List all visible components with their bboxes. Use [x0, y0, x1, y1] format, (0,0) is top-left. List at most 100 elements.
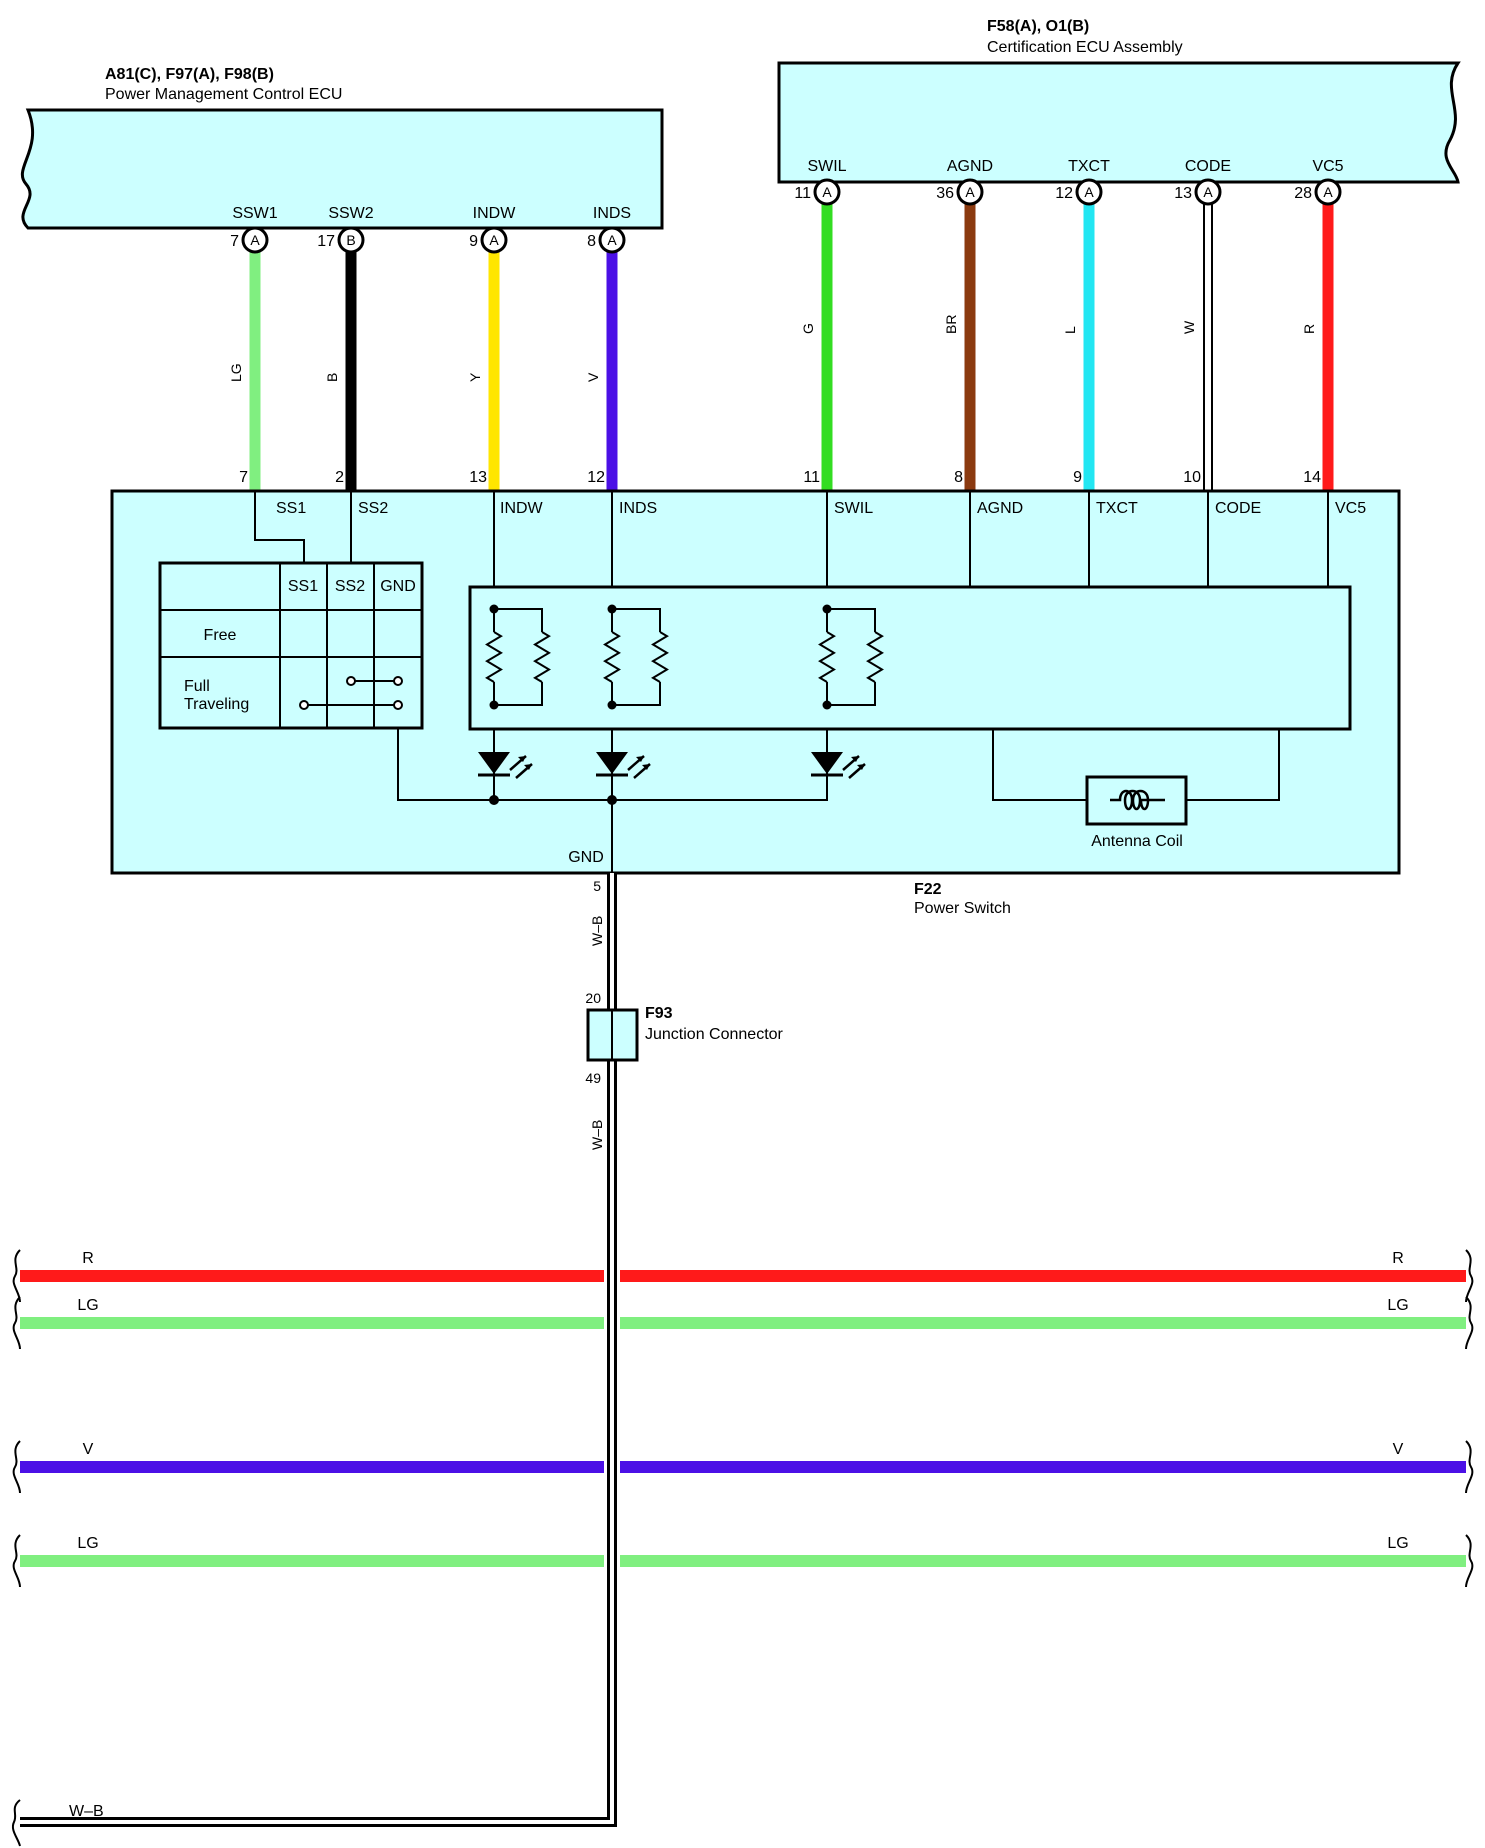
table-row-free: Free [204, 627, 237, 644]
ps-pin-inds: INDS [619, 500, 657, 517]
wire-code-label: R [1301, 324, 1317, 334]
connector-letter: A [965, 184, 975, 200]
pmc-pin-label-ssw1: SSW1 [232, 205, 277, 222]
led-icon [596, 729, 651, 800]
bus-wire-code-left: V [83, 1441, 94, 1458]
connector-pin-icon [337, 226, 365, 254]
antenna-loop [992, 729, 1280, 801]
junction-dot [607, 700, 617, 710]
break-mark-right [1465, 1296, 1474, 1350]
connector-pin-icon [1314, 178, 1342, 206]
connector-letter: A [1084, 184, 1094, 200]
ecu-pin-number: 28 [1294, 185, 1312, 202]
connector-pin-icon [241, 226, 269, 254]
cert-pin-label-txct: TXCT [1068, 158, 1110, 175]
cert-pin-label-agnd: AGND [947, 158, 993, 175]
ecu-pin-number: 7 [230, 233, 239, 250]
pmc-pin-label-inds: INDS [593, 205, 631, 222]
connector-pin-icon [956, 178, 984, 206]
cert-pin-label-swil: SWIL [807, 158, 846, 175]
resistor-groups [485, 604, 884, 710]
bus-wire-code-left: R [82, 1250, 94, 1267]
break-mark-right [1465, 1534, 1474, 1588]
connector-letter: B [346, 232, 355, 248]
resistor-link [494, 608, 543, 632]
resistor-icon [651, 631, 669, 683]
junction-connector: 20 49 F93 Junction Connector [585, 990, 783, 1086]
switch-pin-number: 13 [469, 469, 487, 486]
bus-wire-code-right: V [1393, 1441, 1404, 1458]
wire-code-label: B [324, 373, 340, 382]
ecu-pin-number: 13 [1174, 185, 1192, 202]
table-row-full: Full [184, 678, 210, 695]
resistor-icon [485, 631, 503, 683]
ecu-pin-number: 36 [936, 185, 954, 202]
power-switch: SS1 SS2 INDW INDS SWIL AGND TXCT CODE VC… [110, 489, 1401, 875]
wb-break-mark [11, 1799, 21, 1847]
wire-code-label: BR [943, 315, 959, 334]
switch-pin-number: 9 [1073, 469, 1082, 486]
wb-wire-code-lower: W–B [589, 1120, 605, 1150]
junction-dot [607, 604, 617, 614]
break-mark-left [12, 1534, 21, 1588]
ps-pin-indw: INDW [500, 500, 544, 517]
ground-wire-label: W–B [69, 1803, 104, 1820]
ps-pin-agnd: AGND [977, 500, 1023, 517]
junction-pin-in: 20 [585, 990, 601, 1006]
resistor-pair [485, 604, 551, 710]
table-header-ss1: SS1 [288, 578, 318, 595]
cert-pin-label-code: CODE [1185, 158, 1231, 175]
switch-pin-number: 2 [335, 469, 344, 486]
ecu-pin-number: 8 [587, 233, 596, 250]
resistor-link [612, 682, 661, 706]
cert-ecu: F58(A), O1(B) Certification ECU Assembly… [777, 18, 1461, 184]
ps-pin-txct: TXCT [1096, 500, 1138, 517]
connector-letter: A [822, 184, 832, 200]
connector-pin-icon [598, 226, 626, 254]
ps-pin-vc5: VC5 [1335, 500, 1366, 517]
switch-pin-number: 10 [1183, 469, 1201, 486]
ps-pin-code: CODE [1215, 500, 1261, 517]
wb-wire-code-upper: W–B [589, 916, 605, 946]
connector-pin-icon [813, 178, 841, 206]
connector-letter: A [1323, 184, 1333, 200]
bus-wire-code-left: LG [77, 1297, 98, 1314]
ecu-pin-number: 9 [469, 233, 478, 250]
resistor-icon [533, 631, 551, 683]
switch-pin-number: 12 [587, 469, 605, 486]
indicator-module-box [468, 585, 1352, 731]
wire-code-label: L [1062, 326, 1078, 334]
pmc-pin-label-ssw2: SSW2 [328, 205, 373, 222]
wire-code-label: G [800, 323, 816, 334]
junction-dot [822, 604, 832, 614]
bus-wire-code-left: LG [77, 1535, 98, 1552]
table-header-ss2: SS2 [335, 578, 365, 595]
break-mark-left [12, 1440, 21, 1494]
switch-pin-number: 7 [239, 469, 248, 486]
junction-dot [822, 700, 832, 710]
junction-id: F93 [645, 1005, 673, 1022]
resistor-icon [603, 631, 621, 683]
ecu-pin-number: 11 [794, 185, 811, 202]
junction-dot [489, 700, 499, 710]
junction-name: Junction Connector [645, 1026, 784, 1043]
connector-letter: A [607, 232, 617, 248]
pmc-ecu-connectors: A81(C), F97(A), F98(B) [105, 66, 274, 83]
connector-pin-icon [1194, 178, 1222, 206]
ps-pin-ss2: SS2 [358, 500, 388, 517]
top-wires: LG7A7B2B17Y13A9V12A8G11A11BR8A36L9A12W10… [228, 178, 1342, 491]
ps-pin-swil: SWIL [834, 500, 873, 517]
bus-wire-code-right: LG [1387, 1297, 1408, 1314]
resistor-link [494, 682, 543, 706]
pmc-pin-label-indw: INDW [473, 205, 517, 222]
